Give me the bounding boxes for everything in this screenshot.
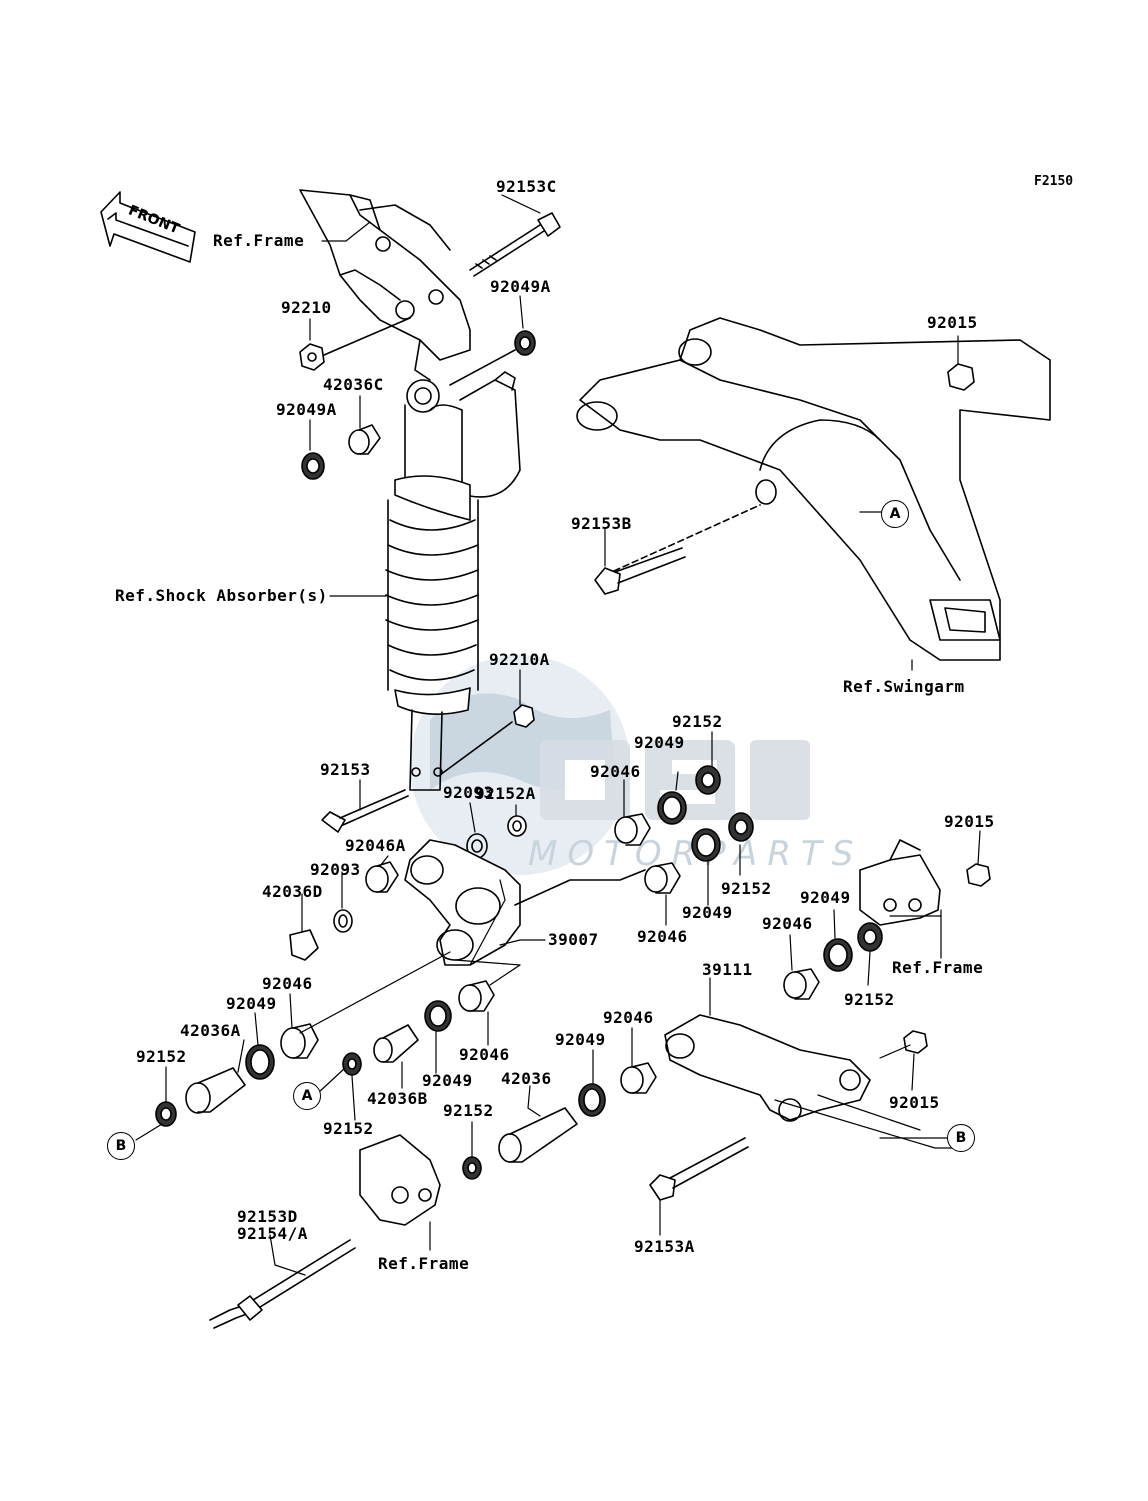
nut-92015-right	[966, 863, 991, 887]
part-label: 92015	[944, 812, 995, 831]
part-label: 92046	[262, 974, 313, 993]
collar-42036	[498, 1107, 578, 1163]
frame-bracket-right	[859, 839, 941, 926]
part-label: 92210A	[489, 650, 550, 669]
part-label: 92046	[590, 762, 641, 781]
washer-92152A	[507, 815, 527, 837]
part-label: 92046A	[345, 836, 406, 855]
callout-b-right: B	[947, 1124, 975, 1152]
bearing-92046-c	[783, 968, 820, 1000]
part-label: 92152	[323, 1119, 374, 1138]
nut-92210A	[513, 704, 535, 728]
part-label: 92154/A	[237, 1224, 308, 1243]
ref-frame-top: Ref.Frame	[213, 231, 305, 250]
swingarm	[576, 317, 1051, 661]
part-label: 39111	[702, 960, 753, 979]
part-label: 92153B	[571, 514, 632, 533]
bolt-92153B	[594, 547, 686, 595]
part-label: 92152	[672, 712, 723, 731]
part-label: 92049	[634, 733, 685, 752]
bolt-92153C	[469, 212, 561, 277]
part-label: 92152	[844, 990, 895, 1009]
part-label: 92093	[443, 783, 494, 802]
collar-42036D	[289, 929, 319, 961]
part-label: 92046	[637, 927, 688, 946]
part-label: 42036	[501, 1069, 552, 1088]
ref-frame-bottom: Ref.Frame	[378, 1254, 470, 1273]
part-label: 42036A	[180, 1021, 241, 1040]
ref-shock-absorber: Ref.Shock Absorber(s)	[115, 586, 328, 605]
part-label: 42036B	[367, 1089, 428, 1108]
bolt-92153A	[649, 1137, 749, 1201]
part-label: 92046	[459, 1045, 510, 1064]
part-label: 92049	[226, 994, 277, 1013]
part-label: 92046	[762, 914, 813, 933]
collar-42036B	[373, 1024, 419, 1063]
frame-bracket-bottom	[359, 1134, 441, 1226]
part-label: 92015	[927, 313, 978, 332]
part-label: 92015	[889, 1093, 940, 1112]
bearing-92046-low2	[620, 1062, 657, 1094]
part-label: 92152A	[475, 784, 536, 803]
part-label: 42036D	[262, 882, 323, 901]
callout-a-link: A	[293, 1082, 321, 1110]
bolt-92153	[321, 789, 409, 833]
part-label: 39007	[548, 930, 599, 949]
part-label: 92210	[281, 298, 332, 317]
part-label: 92049	[422, 1071, 473, 1090]
nut-92015-low	[903, 1030, 928, 1054]
part-label: 92049	[555, 1030, 606, 1049]
nut-92210	[299, 343, 325, 371]
part-label: 92152	[443, 1101, 494, 1120]
callout-a-swingarm: A	[881, 500, 909, 528]
part-label: 92153	[320, 760, 371, 779]
bearing-92046A	[365, 861, 399, 893]
collar-42036A	[185, 1067, 246, 1114]
watermark-motorparts: MOTORPARTS	[528, 834, 863, 874]
shock-absorber	[385, 371, 521, 791]
link-39111	[664, 1014, 871, 1122]
shaft-92153D	[209, 1239, 356, 1329]
collar-42036C	[348, 424, 381, 455]
diagram-code: F2150	[1034, 174, 1074, 189]
ref-swingarm: Ref.Swingarm	[843, 677, 965, 696]
part-label: 92049A	[490, 277, 551, 296]
part-label: 42036C	[323, 375, 384, 394]
part-label: 92049	[800, 888, 851, 907]
part-label: 92049A	[276, 400, 337, 419]
ref-frame-right: Ref.Frame	[892, 958, 984, 977]
front-arrow-icon	[100, 191, 196, 263]
link-39007	[404, 839, 521, 966]
ring-92093-b	[333, 909, 353, 933]
part-label: 92153C	[496, 177, 557, 196]
bearing-92046-low	[458, 980, 495, 1012]
part-label: 92152	[721, 879, 772, 898]
bearing-92046-left	[280, 1023, 319, 1059]
part-label: 92153A	[634, 1237, 695, 1256]
part-label: 92093	[310, 860, 361, 879]
part-label: 92152	[136, 1047, 187, 1066]
part-label: 92153D	[237, 1207, 298, 1226]
callout-b-left: B	[107, 1132, 135, 1160]
part-label: 92046	[603, 1008, 654, 1027]
bearing-92046-b	[644, 862, 681, 894]
frame-bracket-top	[299, 189, 471, 381]
nut-92015-top	[947, 363, 975, 391]
bearing-92046-a	[614, 813, 651, 846]
part-label: 92049	[682, 903, 733, 922]
